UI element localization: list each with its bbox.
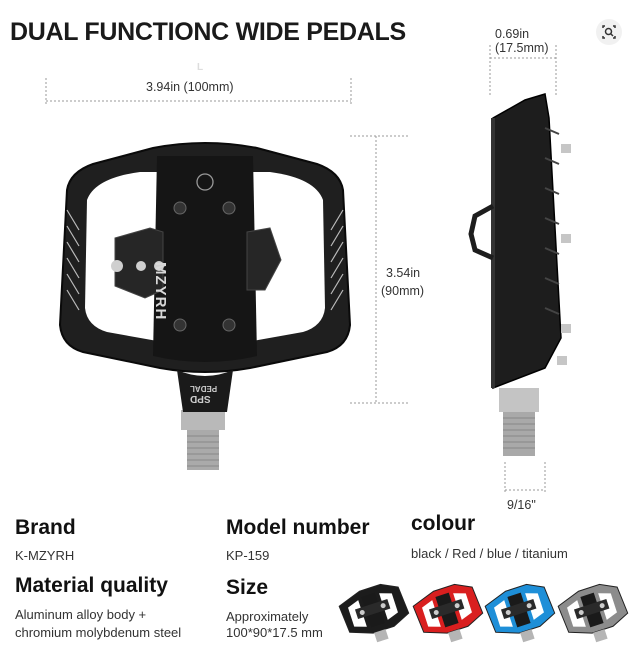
- colour-variant-red[interactable]: [410, 574, 484, 646]
- pedal-brand-mark: MZYRH: [152, 262, 169, 321]
- pedal-front-view: [58, 142, 352, 470]
- pedal-side-view: [468, 93, 571, 456]
- colour-label: colour: [411, 512, 476, 535]
- colour-variant-row: [336, 574, 631, 646]
- size-label: Size: [226, 576, 269, 599]
- height-dimension-label-in: 3.54in: [386, 266, 421, 280]
- colour-value: black / Red / blue / titanium: [411, 546, 568, 561]
- pedal-side-letter: L: [196, 62, 204, 73]
- material-value-line1: Aluminum alloy body +: [15, 607, 147, 622]
- width-dimension-label: 3.94in (100mm): [146, 80, 234, 94]
- size-value-line2: 100*90*17.5 mm: [226, 625, 323, 640]
- page-title: DUAL FUNCTIONC WIDE PEDALS: [10, 18, 406, 46]
- model-value: KP-159: [226, 548, 270, 563]
- material-label: Material quality: [15, 574, 168, 597]
- height-dimension-label-mm: (90mm): [381, 284, 425, 298]
- material-value-line2: chromium molybdenum steel: [15, 625, 182, 640]
- colour-variant-black[interactable]: [336, 574, 410, 646]
- colour-variant-blue[interactable]: [482, 574, 556, 646]
- pedal-pedal-mark: PEDAL: [190, 384, 218, 393]
- thickness-dimension-label-mm: (17.5mm): [495, 41, 549, 55]
- visual-search-icon: [602, 25, 616, 39]
- pedal-spd-mark: SPD: [190, 393, 211, 404]
- thickness-dimension-label-in: 0.69in: [495, 27, 530, 41]
- model-label: Model number: [226, 516, 370, 539]
- brand-value: K-MZYRH: [15, 548, 75, 563]
- thread-size-label: 9/16": [507, 498, 536, 512]
- size-value-line1: Approximately: [226, 609, 309, 624]
- visual-search-button[interactable]: [596, 19, 622, 45]
- colour-variant-titanium[interactable]: [555, 574, 629, 646]
- brand-label: Brand: [15, 516, 76, 539]
